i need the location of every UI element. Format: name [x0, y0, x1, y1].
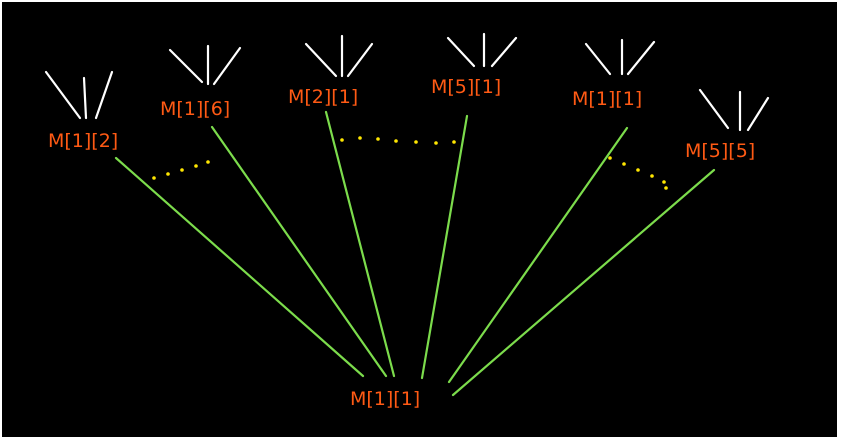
edge-line-4: [420, 114, 469, 380]
branch-stub-3-1: [304, 42, 338, 78]
ellipsis-dot-18: [664, 186, 668, 190]
edge-line-6: [451, 168, 716, 397]
child-node-label-6: M[5][5]: [685, 140, 756, 162]
ellipsis-dot-6: [340, 138, 344, 142]
ellipsis-dot-8: [376, 137, 380, 141]
ellipsis-dot-12: [452, 140, 456, 144]
ellipsis-dot-13: [608, 156, 612, 160]
child-node-label-2: M[1][6]: [160, 98, 231, 120]
edge-line-1: [114, 156, 365, 378]
ellipsis-dot-14: [622, 162, 626, 166]
ellipsis-dot-2: [166, 172, 170, 176]
ellipsis-group: [152, 136, 668, 190]
branch-stub-5-3: [626, 40, 656, 76]
branch-stub-4-1: [446, 36, 476, 68]
child-node-label-4: M[5][1]: [431, 76, 502, 98]
ellipsis-dot-17: [662, 180, 666, 184]
ellipsis-dot-10: [414, 140, 418, 144]
branch-stub-6-3: [746, 96, 770, 132]
child-node-label-3: M[2][1]: [288, 86, 359, 108]
ellipsis-dot-11: [434, 141, 438, 145]
branch-stub-1-1: [44, 70, 82, 120]
edge-line-2: [210, 125, 388, 378]
branch-group: [44, 32, 770, 132]
edge-group: [114, 110, 716, 397]
branch-stub-2-1: [168, 48, 204, 84]
branch-stub-6-1: [698, 88, 730, 130]
ellipsis-dot-9: [394, 139, 398, 143]
branch-stub-4-3: [490, 36, 518, 68]
branch-stub-2-3: [212, 46, 242, 86]
ellipsis-dot-4: [194, 164, 198, 168]
diagram-canvas: M[1][1] M[1][2] M[1][6] M[2][1] M[5][1] …: [2, 2, 837, 437]
branch-stub-5-1: [584, 42, 612, 76]
ellipsis-dot-3: [180, 168, 184, 172]
edge-line-3: [324, 110, 396, 378]
branch-stub-1-2: [82, 76, 88, 120]
edge-line-5: [447, 126, 629, 384]
branch-stub-3-3: [346, 42, 374, 78]
ellipsis-dot-7: [358, 136, 362, 140]
child-node-label-5: M[1][1]: [572, 88, 643, 110]
branch-stub-1-3: [94, 70, 114, 120]
ellipsis-dot-15: [636, 168, 640, 172]
ellipsis-dot-16: [650, 174, 654, 178]
child-node-label-1: M[1][2]: [48, 130, 119, 152]
ellipsis-dot-1: [152, 176, 156, 180]
ellipsis-dot-5: [206, 160, 210, 164]
root-node-label: M[1][1]: [350, 388, 421, 410]
